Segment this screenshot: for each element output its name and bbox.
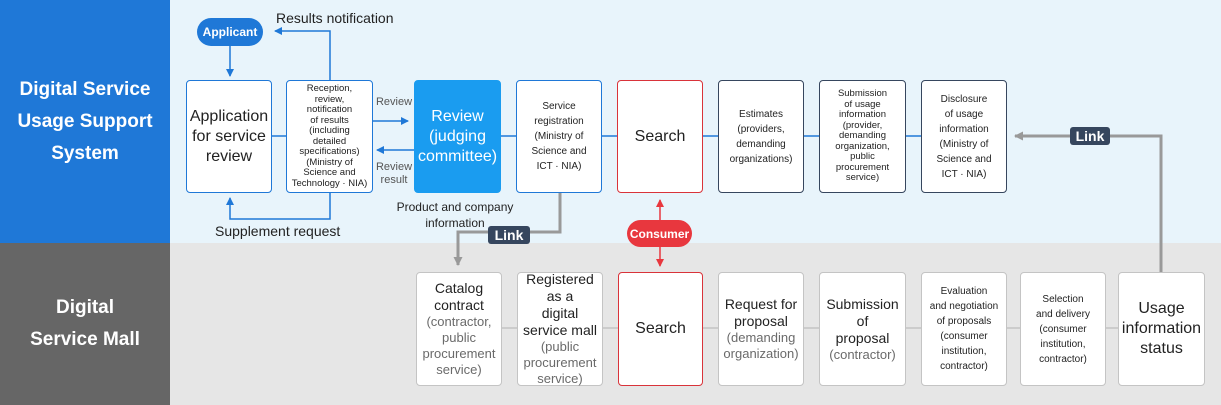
selection-box: Selection and delivery (consumer institu… [1020,272,1106,386]
estimates-box: Estimates (providers, demanding organiza… [718,80,804,193]
service-registration-box: Service registration (Ministry of Scienc… [516,80,602,193]
registered-mall-box: Registered as a digital service mall (pu… [517,271,603,386]
consumer-badge: Consumer [627,220,692,247]
product-company-info-label: Product and company information [396,200,514,230]
review-label: Review [375,96,413,108]
usage-status-link-arrow [1014,131,1163,272]
request-proposal-box: Request for proposal (demanding organiza… [718,272,804,386]
estimates-text: Estimates (providers, demanding organiza… [729,108,793,165]
reception-text: Reception, review, notification of resul… [291,83,368,189]
top-search-box: Search [617,80,703,193]
bottom-search-text: Search [635,320,686,337]
application-text: Application for service review [189,107,269,165]
top-search-text: Search [634,127,686,145]
request-proposal-sub: (demanding organization) [723,330,799,361]
catalog-contract-title: Catalog contract [434,280,484,313]
applicant-badge: Applicant [197,18,263,46]
results-notification-label: Results notification [276,10,394,26]
review-committee-text: Review (judging committee) [417,107,498,165]
usage-status-box: Usage information status [1118,272,1205,386]
selection-text: Selection and delivery (consumer institu… [1036,293,1090,365]
review-result-label: Review result [375,161,413,186]
supplement-request-arrow [226,193,331,220]
link-tag-right: Link [1070,127,1110,145]
catalog-contract-sub: (contractor, public procurement service) [422,314,496,377]
registered-mall-title: Registered as a digital service mall [523,271,597,338]
submission-proposal-title: Submission of proposal [826,295,899,346]
usage-status-text: Usage information status [1121,300,1202,357]
disclosure-text: Disclosure of usage information (Ministr… [936,93,992,180]
reception-box: Reception, review, notification of resul… [286,80,373,193]
review-committee-box: Review (judging committee) [414,80,501,193]
request-proposal-title: Request for proposal [724,296,798,329]
registered-mall-sub: (public procurement service) [523,339,597,386]
service-registration-text: Service registration (Ministry of Scienc… [531,101,587,172]
supplement-request-label: Supplement request [215,223,341,239]
system-section-label: Digital Service Usage Support System [0,0,170,243]
evaluation-box: Evaluation and negotiation of proposals … [921,272,1007,386]
link-tag-left: Link [488,226,530,244]
bottom-search-box: Search [618,272,703,386]
mall-section-label: Digital Service Mall [0,243,170,405]
submission-proposal-box: Submission of proposal (contractor) [819,272,906,386]
application-box: Application for service review [186,80,272,193]
evaluation-text: Evaluation and negotiation of proposals … [929,286,999,372]
results-notification-arrow [274,27,331,80]
disclosure-box: Disclosure of usage information (Ministr… [921,80,1007,193]
submission-usage-text: Submission of usage information (provide… [835,88,890,184]
submission-proposal-sub: (contractor) [829,346,896,362]
catalog-contract-box: Catalog contract (contractor, public pro… [416,272,502,386]
submission-usage-box: Submission of usage information (provide… [819,80,906,193]
